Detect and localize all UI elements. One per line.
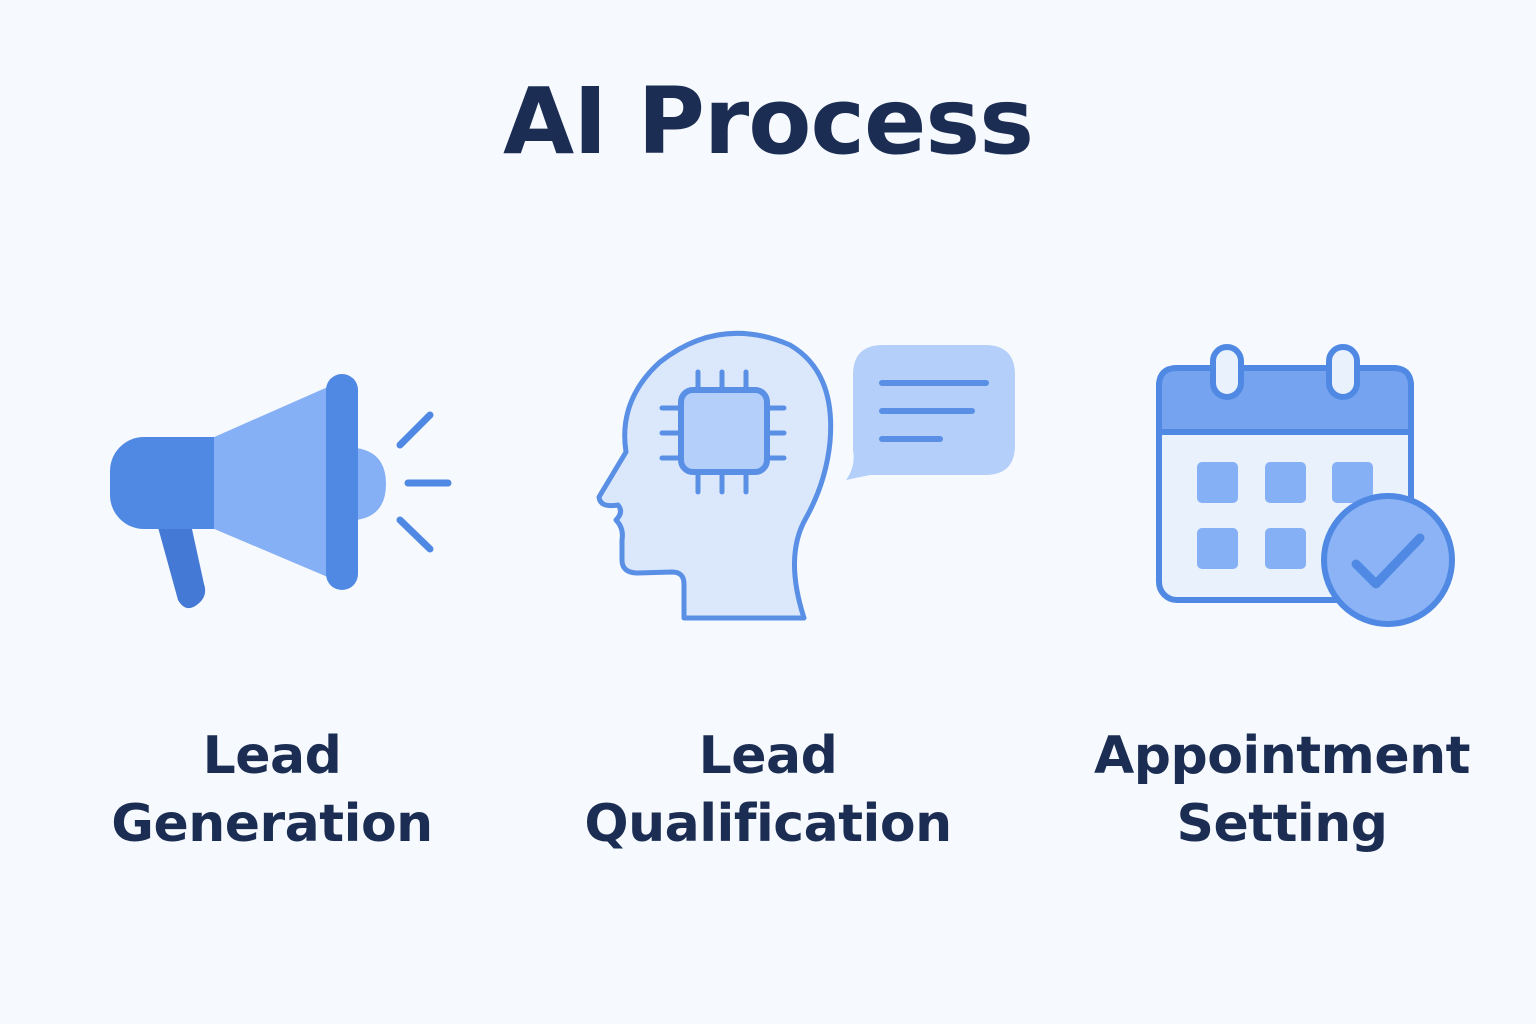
page-title: AI Process — [503, 68, 1034, 175]
step-label-line2: Generation — [111, 794, 433, 854]
step-lead-qualification: Lead Qualification — [538, 722, 998, 858]
step-label-line1: Lead — [698, 726, 838, 786]
step-label-line2: Setting — [1176, 794, 1389, 854]
step-lead-generation: Lead Generation — [42, 722, 502, 858]
calendar-check-icon — [1156, 344, 1455, 627]
step-appointment-setting: Appointment Setting — [1052, 722, 1512, 858]
step-label-line2: Qualification — [584, 794, 952, 854]
step-label-line1: Lead — [202, 726, 342, 786]
step-label-line1: Appointment — [1094, 726, 1470, 786]
megaphone-icon — [110, 374, 452, 609]
ai-head-chat-icon — [596, 330, 1015, 621]
